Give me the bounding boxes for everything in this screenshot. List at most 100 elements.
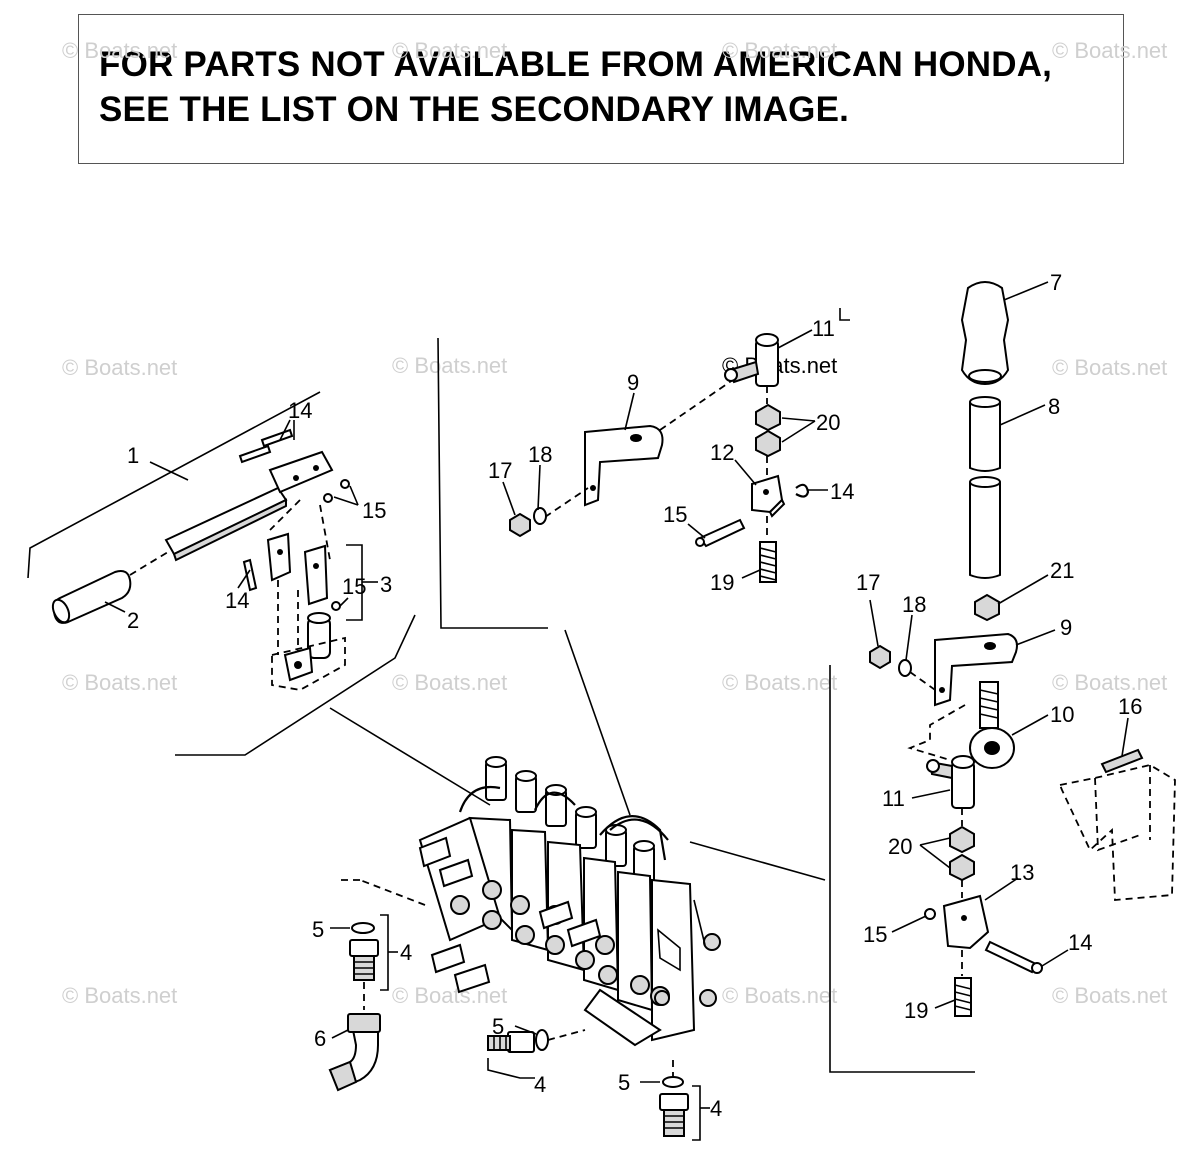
callout-8: 8 — [1048, 394, 1060, 419]
nut — [509, 512, 531, 538]
callout-5: 5 — [312, 917, 324, 942]
knob-grip — [960, 281, 1010, 386]
watermark: © Boats.net — [1052, 670, 1167, 695]
link-plate — [266, 532, 329, 606]
callout-15: 15 — [362, 498, 386, 523]
nut — [974, 593, 1000, 622]
watermark: © Boats.net — [1052, 38, 1167, 63]
watermark: © Boats.net — [392, 983, 507, 1008]
watermark: © Boats.net — [722, 670, 837, 695]
callout-15: 15 — [663, 502, 687, 527]
callout-15: 15 — [342, 574, 366, 599]
callout-20: 20 — [816, 410, 840, 435]
callout-18: 18 — [902, 592, 926, 617]
callout-12: 12 — [710, 440, 734, 465]
clip — [323, 479, 350, 503]
valve-spool — [485, 756, 655, 883]
callout-2: 2 — [127, 608, 139, 633]
bracket — [584, 424, 664, 507]
callout-14: 14 — [225, 588, 249, 613]
lever-assembly — [51, 419, 378, 691]
valve-fitting — [418, 836, 721, 1007]
notice-line-2: SEE THE LIST ON THE SECONDARY IMAGE. — [99, 90, 850, 129]
rod-end — [969, 681, 1015, 769]
callout-10: 10 — [1050, 702, 1074, 727]
clip — [924, 908, 936, 920]
control-valve — [340, 756, 721, 1047]
callout-5: 5 — [618, 1070, 630, 1095]
group-boundaries — [27, 308, 975, 1073]
watermark: © Boats.net — [62, 983, 177, 1008]
threaded-stud — [954, 950, 972, 1017]
callout-15: 15 — [863, 922, 887, 947]
tube — [969, 396, 1001, 579]
nut — [949, 825, 975, 854]
callout-1: 1 — [127, 443, 139, 468]
bracket — [934, 632, 1018, 707]
callout-21: 21 — [1050, 558, 1074, 583]
elbow-fitting — [328, 922, 381, 1092]
callout-9: 9 — [1060, 615, 1072, 640]
watermark: © Boats.net — [722, 38, 837, 63]
fitting-leaders — [330, 914, 710, 1141]
watermark: © Boats.net — [1052, 355, 1167, 380]
right-linkage — [869, 281, 1176, 1017]
callout-labels: 1 2 3 14 15 14 15 9 11 17 18 20 12 14 15… — [127, 270, 1142, 1121]
callout-5: 5 — [492, 1014, 504, 1039]
clevis — [942, 894, 990, 950]
lever-grip — [51, 570, 132, 624]
callout-11: 11 — [812, 316, 835, 341]
callout-18: 18 — [528, 442, 552, 467]
pin — [242, 558, 258, 592]
watermark: © Boats.net — [392, 38, 507, 63]
callout-4: 4 — [710, 1096, 722, 1121]
callout-17: 17 — [488, 458, 512, 483]
nut — [755, 403, 781, 458]
watermark: © Boats.net — [62, 670, 177, 695]
callout-16: 16 — [1118, 694, 1142, 719]
pin — [695, 518, 746, 548]
watermark: © Boats.net — [1052, 983, 1167, 1008]
ball-joint — [724, 333, 779, 387]
callout-17: 17 — [856, 570, 880, 595]
washer — [533, 507, 547, 525]
watermark: © Boats.net — [722, 983, 837, 1008]
watermark: © Boats.net — [392, 353, 507, 378]
watermark: © Boats.net — [392, 670, 507, 695]
notice-box: FOR PARTS NOT AVAILABLE FROM AMERICAN HO… — [78, 14, 1124, 164]
mount-bracket — [1058, 764, 1176, 901]
clip — [795, 483, 810, 498]
nut — [949, 853, 975, 882]
callout-14: 14 — [1068, 930, 1092, 955]
notice-line-1: FOR PARTS NOT AVAILABLE FROM AMERICAN HO… — [99, 45, 1053, 84]
lever-bar — [164, 450, 334, 562]
straight-fitting — [659, 1060, 689, 1137]
clevis — [751, 474, 786, 518]
callout-13: 13 — [1010, 860, 1034, 885]
pin — [984, 940, 1043, 974]
ball-joint — [926, 755, 975, 809]
callout-3: 3 — [380, 572, 392, 597]
callout-7: 7 — [1050, 270, 1062, 295]
pin — [238, 428, 294, 464]
callout-4: 4 — [534, 1072, 546, 1097]
valve-spool-end — [271, 580, 346, 691]
straight-fitting — [487, 1029, 586, 1053]
nut — [869, 644, 891, 670]
callout-19: 19 — [904, 998, 928, 1023]
watermarks: © Boats.net © Boats.net © Boats.net © Bo… — [62, 38, 1167, 1008]
callout-14: 14 — [288, 398, 312, 423]
threaded-stud — [759, 516, 777, 583]
washer — [898, 659, 912, 677]
watermark: © Boats.net — [62, 355, 177, 380]
callout-9: 9 — [627, 370, 639, 395]
callout-19: 19 — [710, 570, 734, 595]
pin — [1100, 748, 1144, 774]
center-linkage — [502, 329, 828, 583]
watermark: © Boats.net — [62, 38, 177, 63]
callout-11: 11 — [882, 786, 905, 811]
callout-14: 14 — [830, 479, 854, 504]
callout-4: 4 — [400, 940, 412, 965]
callout-6: 6 — [314, 1026, 326, 1051]
